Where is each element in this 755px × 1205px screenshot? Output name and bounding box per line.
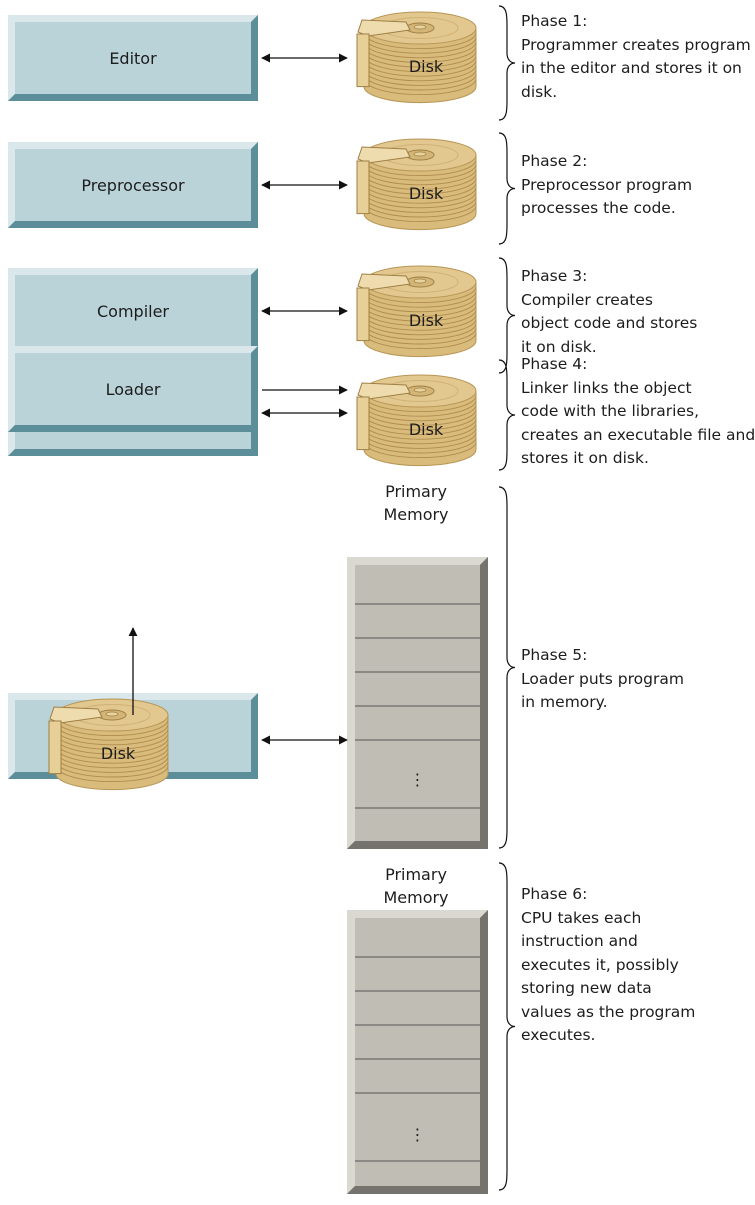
loader-box-label: Loader bbox=[106, 380, 161, 399]
phase-1-description: Phase 1: Programmer creates program in the… bbox=[521, 10, 751, 104]
phase-1-title: Phase 1: bbox=[521, 12, 588, 30]
phase-2-brace bbox=[498, 132, 516, 245]
phase-5-text-line: Loader puts program bbox=[521, 669, 684, 688]
loader-disk-label: Disk bbox=[101, 744, 136, 763]
phase-1-text-line: Programmer creates program bbox=[521, 35, 751, 54]
phase-5-text-line: in memory. bbox=[521, 693, 608, 711]
phase-5-description: Phase 5: Loader puts program in memory. bbox=[521, 644, 684, 715]
phase-3-title: Phase 3: bbox=[521, 267, 588, 285]
compiler-disk: Disk bbox=[356, 265, 477, 358]
editor-box: Editor bbox=[8, 15, 258, 101]
phase-3-text-line: it on disk. bbox=[521, 337, 597, 356]
compiler-disk-label: Disk bbox=[409, 311, 444, 330]
phase-2-description: Phase 2: Preprocessor program processes th… bbox=[521, 150, 692, 221]
phase-6-brace bbox=[498, 862, 516, 1191]
phase-4-description: Phase 4: Linker links the object code with… bbox=[521, 353, 755, 471]
phase-2-text-line: processes the code. bbox=[521, 199, 676, 217]
editor-disk: Disk bbox=[356, 11, 477, 104]
phase-6-text-line: instruction and bbox=[521, 932, 638, 950]
phase-4-title: Phase 4: bbox=[521, 355, 588, 373]
phase-4-text-line: stores it on disk. bbox=[521, 449, 649, 467]
phase5-primary-memory-ellipsis: ⋮ bbox=[410, 770, 426, 789]
phase6-memory-label-line: Primary bbox=[385, 865, 447, 884]
loader-disk: Disk bbox=[48, 698, 169, 791]
preprocessor-box: Preprocessor bbox=[8, 142, 258, 228]
phase-6-text-line: executes. bbox=[521, 1026, 596, 1044]
phase-3-text-line: Compiler creates bbox=[521, 290, 653, 309]
phase6-memory-label-line: Memory bbox=[383, 888, 448, 907]
phase-1-text-line: in the editor and stores it on bbox=[521, 59, 742, 77]
phase-2-title: Phase 2: bbox=[521, 152, 588, 170]
linker-disk-label: Disk bbox=[409, 420, 444, 439]
compiler-box-label: Compiler bbox=[97, 302, 169, 321]
phase-4-text-line: code with the libraries, bbox=[521, 402, 700, 420]
phase-6-title: Phase 6: bbox=[521, 885, 588, 903]
loader-box: Loader bbox=[8, 346, 258, 432]
phase-1-brace bbox=[498, 5, 516, 121]
phase-4-text-line: creates an executable file and bbox=[521, 425, 755, 444]
phase-1-text-line: disk. bbox=[521, 82, 558, 101]
phase-3-brace bbox=[498, 257, 516, 374]
phase-2-text-line: Preprocessor program bbox=[521, 175, 693, 194]
editor-box-label: Editor bbox=[109, 49, 157, 68]
phase-4-text-line: Linker links the object bbox=[521, 378, 692, 397]
phase5-memory-label-line: Primary bbox=[385, 482, 447, 501]
phase6-primary-memory-ellipsis: ⋮ bbox=[410, 1125, 426, 1144]
phase-6-description: Phase 6: CPU takes each instruction and exe… bbox=[521, 883, 695, 1048]
editor-disk-label: Disk bbox=[409, 57, 444, 76]
phase-3-text-line: object code and stores bbox=[521, 314, 698, 332]
compiler-box: Compiler bbox=[8, 268, 258, 354]
phase-6-text-line: values as the program bbox=[521, 1002, 696, 1021]
phase-3-description: Phase 3: Compiler creates object code and … bbox=[521, 265, 697, 359]
phase-5-title: Phase 5: bbox=[521, 646, 588, 664]
preprocessor-disk-label: Disk bbox=[409, 184, 444, 203]
phase-6-text-line: storing new data bbox=[521, 979, 652, 997]
preprocessor-box-label: Preprocessor bbox=[81, 176, 185, 195]
phase-6-text-line: CPU takes each bbox=[521, 908, 642, 927]
phase-4-brace bbox=[498, 359, 516, 471]
preprocessor-disk: Disk bbox=[356, 138, 477, 231]
phase-5-brace bbox=[498, 486, 516, 849]
phase5-primary-memory: ⋮ bbox=[347, 557, 488, 849]
phase5-memory-label-line: Memory bbox=[383, 505, 448, 524]
linker-disk: Disk bbox=[356, 374, 477, 467]
phase-6-text-line: executes it, possibly bbox=[521, 955, 679, 974]
phase6-primary-memory: ⋮ bbox=[347, 910, 488, 1194]
